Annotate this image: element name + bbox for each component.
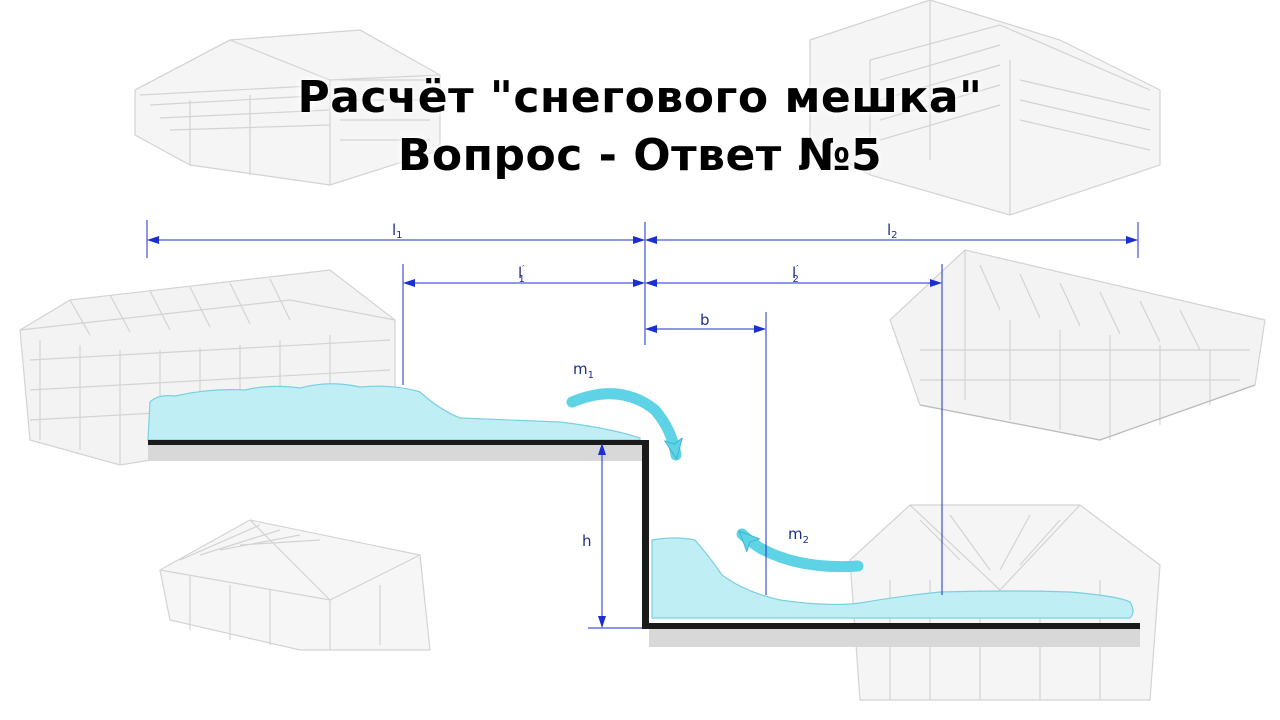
house-frame-icon <box>19 0 1266 701</box>
label-h: h <box>582 532 592 550</box>
label-m2: m2 <box>788 525 809 546</box>
page-title-line-1: Расчёт "снегового мешка" <box>297 72 983 123</box>
frame-house-top-right <box>809 0 1161 216</box>
dimension-lines <box>146 220 1139 629</box>
flow-arrow-m2 <box>736 528 864 573</box>
frame-house-right <box>889 249 1266 441</box>
label-b: b <box>700 311 710 329</box>
upper-roof-snow <box>147 383 641 441</box>
label-l1-prime: l′1 <box>518 264 525 285</box>
lower-roof-snow-drift <box>651 537 1134 619</box>
label-l2: l2 <box>887 221 898 241</box>
label-l2-prime: l′2 <box>792 264 799 285</box>
upper-roof <box>148 440 649 628</box>
page-title-line-2: Вопрос - Ответ №5 <box>397 130 883 181</box>
dimension-labels: l1 l2 l′1 l′2 b h m1 m2 <box>392 221 898 550</box>
label-m1: m1 <box>573 360 594 381</box>
frame-house-bottom-left <box>159 519 431 651</box>
frame-house-top-left <box>134 29 441 186</box>
flow-arrow-m1 <box>566 388 676 461</box>
lower-roof <box>642 623 1140 647</box>
label-l1: l1 <box>392 221 403 241</box>
